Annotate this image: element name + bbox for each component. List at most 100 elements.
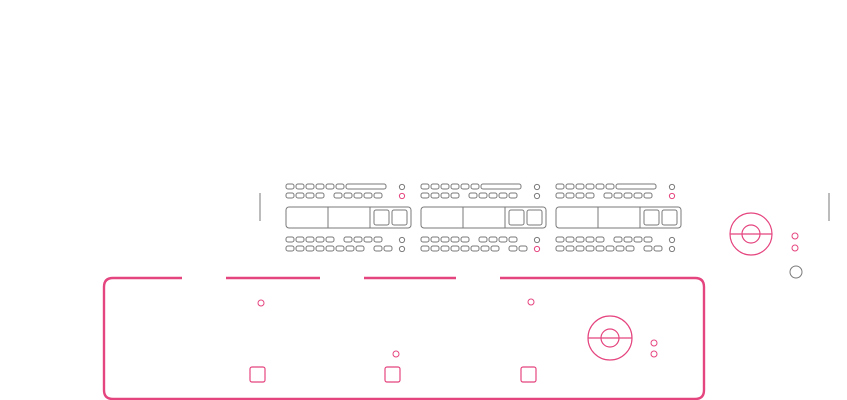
- key: [595, 245, 605, 252]
- key: [285, 192, 295, 199]
- key: [295, 183, 305, 190]
- key: [450, 192, 460, 199]
- key: [325, 236, 335, 243]
- key: [623, 236, 633, 243]
- key: [518, 245, 528, 252]
- key: [450, 236, 460, 243]
- key: [575, 245, 585, 252]
- right-panel-button[interactable]: [520, 366, 537, 383]
- key: [305, 245, 315, 252]
- key: [615, 245, 625, 252]
- key: [605, 245, 615, 252]
- key: [508, 236, 518, 243]
- key: [575, 192, 585, 199]
- joystick-led-top: [791, 232, 799, 240]
- key: [555, 183, 565, 190]
- key: [555, 245, 565, 252]
- key: [295, 236, 305, 243]
- key: [585, 236, 595, 243]
- joystick-icon[interactable]: [729, 212, 773, 256]
- key: [555, 236, 565, 243]
- key: [373, 245, 383, 252]
- indicator-led: [398, 192, 406, 200]
- key: [315, 192, 325, 199]
- key: [595, 236, 605, 243]
- key: [480, 245, 490, 252]
- key: [470, 245, 480, 252]
- key: [488, 236, 498, 243]
- indicator-led: [668, 245, 676, 253]
- key: [363, 192, 373, 199]
- center-panel-button[interactable]: [384, 366, 401, 383]
- key: [440, 245, 450, 252]
- key: [508, 245, 518, 252]
- key: [345, 245, 355, 252]
- key: [565, 183, 575, 190]
- key: [478, 192, 488, 199]
- keyboard-module-left: [285, 183, 412, 253]
- key: [565, 192, 575, 199]
- key: [285, 245, 295, 252]
- key: [440, 192, 450, 199]
- key: [355, 245, 365, 252]
- key: [565, 245, 575, 252]
- key: [430, 183, 440, 190]
- panel-joystick[interactable]: [587, 315, 633, 361]
- touch-bar-key: [373, 209, 390, 226]
- key: [585, 183, 595, 190]
- highlight-panel-frame: [102, 276, 706, 400]
- key: [565, 236, 575, 243]
- key: [285, 183, 295, 190]
- key: [460, 236, 470, 243]
- indicator-led: [533, 236, 541, 244]
- keyboard-module-center: [420, 183, 547, 253]
- left-panel-button[interactable]: [249, 366, 266, 383]
- center-panel-led: [392, 350, 400, 358]
- key: [305, 236, 315, 243]
- touch-bar-key: [643, 209, 660, 226]
- key: [613, 192, 623, 199]
- key: [305, 183, 315, 190]
- key: [633, 192, 643, 199]
- key: [615, 183, 657, 190]
- joystick-led-bottom: [791, 244, 799, 252]
- key: [470, 183, 480, 190]
- key: [343, 236, 353, 243]
- indicator-led: [668, 183, 676, 191]
- power-button-icon[interactable]: [789, 265, 803, 279]
- indicator-led: [533, 245, 541, 253]
- key: [305, 192, 315, 199]
- key: [383, 245, 393, 252]
- touch-bar-key: [391, 209, 408, 226]
- key: [420, 183, 430, 190]
- touch-bar-key: [526, 209, 543, 226]
- key: [490, 245, 500, 252]
- key: [353, 192, 363, 199]
- indicator-led: [398, 245, 406, 253]
- key: [353, 236, 363, 243]
- key: [295, 245, 305, 252]
- key: [315, 245, 325, 252]
- key: [508, 192, 518, 199]
- key: [430, 236, 440, 243]
- key: [555, 192, 565, 199]
- key: [285, 236, 295, 243]
- left-panel-led: [257, 299, 265, 307]
- touch-bar-key: [508, 209, 525, 226]
- key: [315, 236, 325, 243]
- key: [498, 236, 508, 243]
- indicator-led: [533, 183, 541, 191]
- key: [295, 192, 305, 199]
- key: [488, 192, 498, 199]
- key: [460, 245, 470, 252]
- key: [333, 192, 343, 199]
- touch-bar-key: [661, 209, 678, 226]
- key: [480, 183, 522, 190]
- key: [498, 192, 508, 199]
- key: [315, 183, 325, 190]
- key: [363, 236, 373, 243]
- keyboard-module-right: [555, 183, 682, 253]
- key: [430, 245, 440, 252]
- indicator-led: [668, 236, 676, 244]
